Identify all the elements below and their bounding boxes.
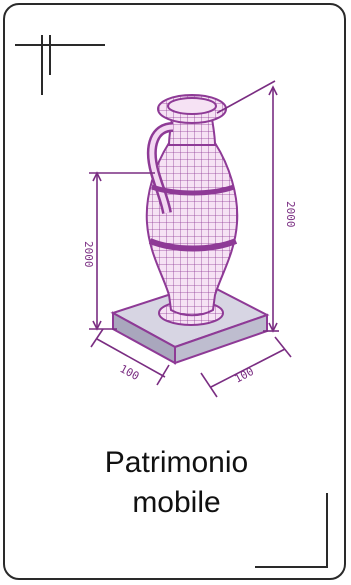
corner-crop-mark-top-left	[15, 35, 105, 95]
card-title-line-1: Patrimonio	[104, 446, 249, 479]
corner-mark-bottom-right	[255, 493, 328, 568]
amphora-illustration: 2000 2000 100 100	[15, 35, 328, 568]
card-title-line-2: mobile	[132, 486, 221, 519]
total-height-label: 2000	[284, 201, 297, 228]
dimension-labels: 2000 2000 100 100	[82, 201, 297, 386]
base-width-label: 100	[118, 362, 142, 383]
card-title: Patrimonio mobile	[5, 443, 348, 523]
vase-height-label: 2000	[82, 241, 95, 268]
amphora-vase	[145, 94, 239, 326]
dimension-lines	[89, 80, 292, 398]
base-depth-label: 100	[232, 365, 256, 386]
heritage-card[interactable]: 2000 2000 100 100 Patrimonio mobile	[3, 3, 346, 580]
